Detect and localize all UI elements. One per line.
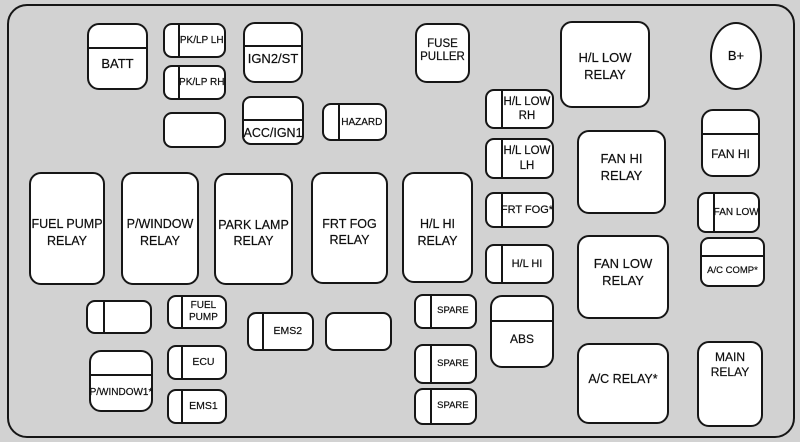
fuse-box-fan-low: FAN LOW: [697, 192, 760, 233]
relay-box-hl-hi-relay: H/L HI RELAY: [402, 172, 473, 283]
relay-box-fan-low-relay-label: FAN LOW RELAY: [593, 256, 653, 288]
fuse-box-spare-3-divider: [429, 389, 432, 424]
fuse-box-pk-lp-rh: PK/LP RH: [163, 65, 226, 100]
fuse-box-ecu-label: ECU: [192, 355, 215, 368]
relay-box-fuel-pump-relay: FUEL PUMP RELAY: [29, 172, 105, 285]
relay-box-park-lamp-relay: PARK LAMP RELAY: [214, 173, 293, 285]
fuse-box-spare-1-divider: [429, 295, 432, 328]
fuse-box-spare-2-label: SPARE: [437, 357, 469, 369]
panel-outline: [7, 4, 795, 438]
fuse-box-empty-2-divider: [103, 301, 106, 333]
relay-box-ac-relay-label: A/C RELAY*: [588, 372, 658, 387]
relay-box-p-window-relay-label: P/WINDOW RELAY: [126, 217, 194, 248]
fuse-box-ems2: EMS2: [247, 312, 314, 351]
fuse-box-spare-2: SPARE: [414, 344, 477, 384]
fuse-box-spare-1-label: SPARE: [437, 305, 469, 317]
fuse-box-hl-low-rh: H/L LOW RH: [485, 89, 554, 129]
fuse-box-ems1-label: EMS1: [189, 399, 218, 412]
fuse-box-hl-hi-divider: [500, 245, 503, 283]
fuse-box-ecu: ECU: [167, 345, 227, 380]
relay-box-acc-ign1-divider: [243, 118, 303, 121]
fuse-box-hl-low-rh-divider: [500, 90, 503, 128]
relay-box-fan-hi-relay-label: FAN HI RELAY: [600, 151, 643, 183]
relay-box-ign2-st-label: IGN2/ST: [247, 50, 299, 66]
fuse-box-ems1: EMS1: [167, 389, 227, 424]
fuse-box-spare-1: SPARE: [414, 294, 477, 329]
fuse-box-hl-hi: H/L HI: [485, 244, 554, 284]
relay-box-fan-hi-divider: [702, 133, 759, 136]
relay-box-ac-comp-divider: [701, 255, 764, 258]
fuse-box-fan-low-label: FAN LOW: [713, 207, 759, 218]
fuse-box-hazard-divider: [337, 104, 340, 140]
fuse-puller-label: FUSE PULLER: [420, 37, 465, 63]
relay-box-batt: BATT: [87, 23, 148, 90]
fuse-box-fuel-pump: FUEL PUMP: [167, 295, 227, 329]
relay-box-hl-low-relay-label: H/L LOW RELAY: [578, 49, 632, 82]
fuse-box-fan-low-divider: [713, 193, 716, 232]
relay-box-main-relay: MAIN RELAY: [697, 341, 763, 427]
fuse-box-ems2-label: EMS2: [273, 324, 303, 337]
fuse-box-fuel-pump-divider: [180, 296, 183, 328]
fuse-box-empty-2: [86, 300, 152, 334]
relay-box-ign2-st-divider: [244, 44, 302, 47]
relay-box-main-relay-label: MAIN RELAY: [710, 350, 750, 379]
relay-box-ac-relay: A/C RELAY*: [577, 343, 669, 424]
fuse-box-hl-low-lh: H/L LOW LH: [485, 138, 554, 179]
fuse-box-spare-3: SPARE: [414, 388, 477, 425]
relay-box-p-window1-divider: [90, 374, 152, 377]
relay-box-batt-divider: [88, 47, 147, 50]
fuse-box-pk-lp-lh-label: PK/LP LH: [179, 35, 224, 46]
fuse-box-spare-3-label: SPARE: [437, 400, 469, 412]
relay-box-p-window-relay: P/WINDOW RELAY: [121, 172, 199, 285]
fuse-box-frt-fog-divider: [500, 193, 503, 227]
fuse-box-hl-low-lh-label: H/L LOW LH: [503, 145, 551, 172]
relay-box-abs-divider: [491, 320, 553, 323]
fuse-box-fuel-pump-label: FUEL PUMP: [188, 300, 218, 323]
relay-box-ac-comp-label: A/C COMP*: [707, 264, 758, 276]
terminal-b-plus-label: B+: [727, 47, 745, 63]
fuse-box-hl-low-lh-divider: [500, 139, 503, 178]
relay-box-park-lamp-relay-label: PARK LAMP RELAY: [218, 217, 289, 248]
fuse-box-pk-lp-rh-divider: [178, 66, 181, 99]
relay-box-ac-comp: A/C COMP*: [700, 237, 765, 287]
fuse-box-ems2-divider: [262, 313, 265, 350]
relay-box-fan-hi-label: FAN HI: [711, 146, 750, 161]
fuse-box-hl-low-rh-label: H/L LOW RH: [503, 95, 551, 123]
fuse-box-frt-fog-label: FRT FOG*: [500, 203, 554, 216]
fuse-box-pk-lp-rh-label: PK/LP RH: [179, 77, 225, 88]
relay-box-acc-ign1: ACC/IGN1: [242, 96, 304, 145]
relay-box-abs-label: ABS: [509, 331, 534, 346]
relay-box-batt-label: BATT: [101, 55, 134, 71]
relay-box-hl-low-relay: H/L LOW RELAY: [560, 21, 650, 108]
relay-box-hl-hi-relay-label: H/L HI RELAY: [417, 217, 458, 248]
relay-box-frt-fog-relay: FRT FOG RELAY: [311, 172, 388, 284]
fuse-box-ecu-divider: [180, 346, 183, 379]
relay-box-p-window1-label: P/WINDOW1*: [89, 387, 153, 399]
relay-box-ign2-st: IGN2/ST: [243, 22, 303, 83]
relay-box-abs: ABS: [490, 295, 554, 368]
fuse-box-hazard: HAZARD: [322, 103, 387, 141]
fuse-box-empty-1: [163, 112, 226, 148]
fuse-box-spare-2-divider: [429, 345, 432, 383]
fuse-box-ems1-divider: [180, 390, 183, 423]
fuse-box-hazard-label: HAZARD: [341, 116, 383, 128]
fuse-box-hl-hi-label: H/L HI: [511, 257, 543, 270]
fuse-box-pk-lp-lh: PK/LP LH: [163, 23, 226, 58]
relay-box-acc-ign1-label: ACC/IGN1: [243, 126, 303, 141]
terminal-b-plus: B+: [710, 22, 762, 90]
fuse-box-empty-3: [325, 312, 392, 351]
relay-box-fan-hi: FAN HI: [701, 109, 760, 177]
fuse-puller: FUSE PULLER: [415, 23, 470, 83]
fuse-box-frt-fog: FRT FOG*: [485, 192, 554, 228]
relay-box-fan-hi-relay: FAN HI RELAY: [577, 130, 666, 214]
relay-box-frt-fog-relay-label: FRT FOG RELAY: [322, 216, 377, 247]
fuse-box-pk-lp-lh-divider: [178, 24, 181, 57]
relay-box-fan-low-relay: FAN LOW RELAY: [577, 235, 669, 319]
relay-box-fuel-pump-relay-label: FUEL PUMP RELAY: [31, 217, 103, 248]
relay-box-p-window1: P/WINDOW1*: [89, 350, 153, 412]
